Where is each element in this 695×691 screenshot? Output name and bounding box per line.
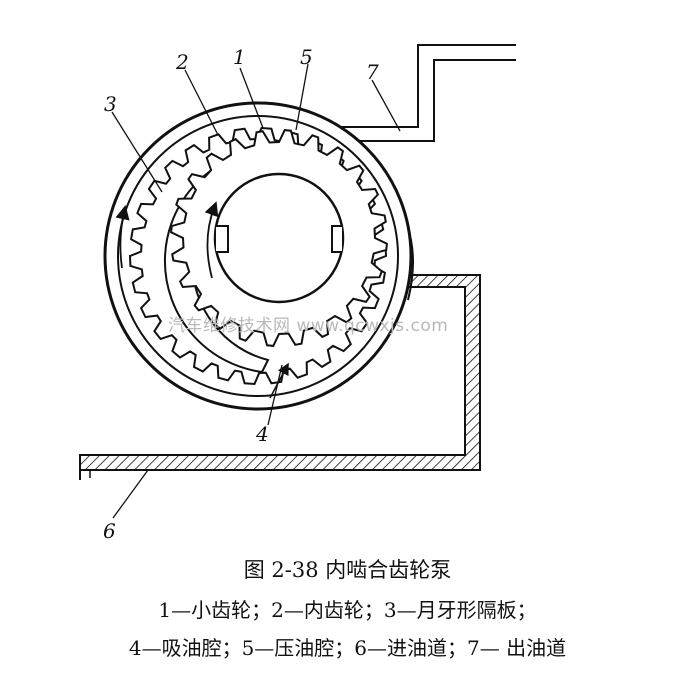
internal-ring-gear: [116, 115, 400, 397]
label-5: 5: [300, 45, 313, 69]
label-6: 6: [103, 519, 116, 543]
inlet-channel: [79, 274, 481, 480]
shaft-bore-circle: [213, 172, 345, 304]
housing-side-port: [407, 227, 414, 301]
outlet-channel: [300, 44, 516, 142]
rotation-arrow-inner: [204, 201, 219, 279]
watermark: 汽车维修技术网 www.qcwxjs.com: [168, 316, 449, 336]
label-1: 1: [233, 45, 246, 69]
keyway-right: [331, 225, 342, 253]
keyway-left: [216, 225, 229, 253]
label-3: 3: [104, 92, 117, 116]
leader-lines: [111, 63, 401, 519]
figure-legend-line-1: 1—小齿轮；2—内齿轮；3—月牙形隔板；: [158, 598, 537, 622]
label-4: 4: [255, 422, 269, 446]
label-2: 2: [175, 50, 189, 74]
figure-caption-title: 图 2-38 内啮合齿轮泵: [243, 558, 452, 582]
figure-legend-line-2: 4—吸油腔；5—压油腔；6—进油道；7— 出油道: [128, 636, 567, 660]
rotation-arrow-outer: [115, 204, 130, 269]
label-7: 7: [366, 60, 379, 84]
